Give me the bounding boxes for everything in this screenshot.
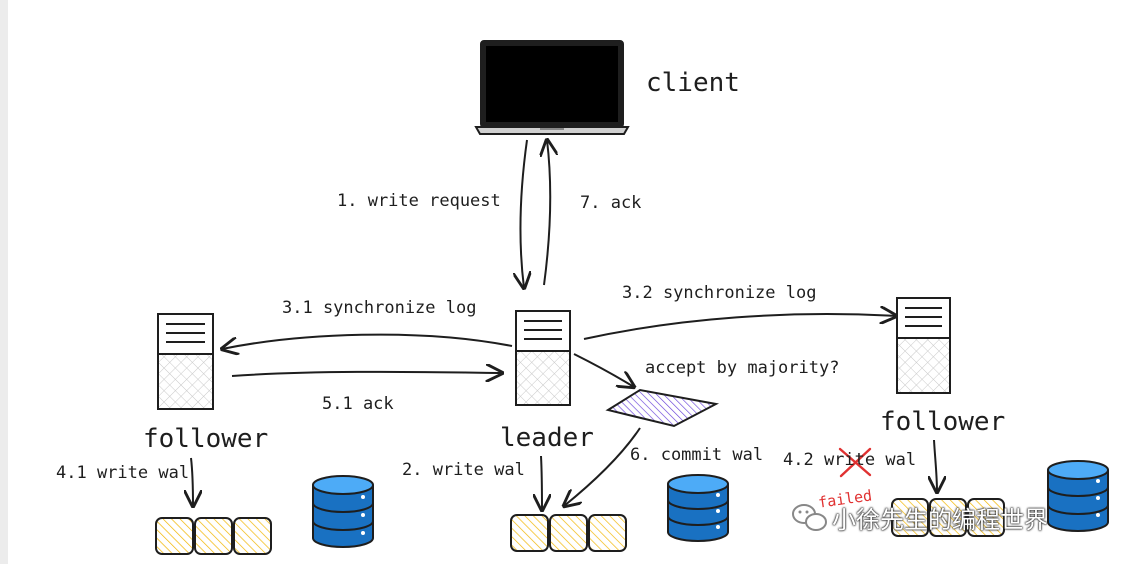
watermark: 小徐先生的编程世界 — [792, 500, 1048, 535]
server-icon-leader — [515, 310, 571, 406]
follower-left-label: follower — [143, 424, 269, 454]
sync-right-label: 3.2 synchronize log — [622, 283, 817, 303]
client-label: client — [646, 68, 740, 98]
commit-arrow — [564, 427, 641, 506]
write-wal-42-label: 4.2 write wal — [783, 450, 917, 470]
laptop-icon — [474, 40, 630, 135]
database-icon-leader — [667, 474, 729, 542]
commit-wal-label: 6. commit wal — [630, 445, 764, 465]
ack-51-label: 5.1 ack — [322, 394, 394, 414]
ack-51-arrow — [231, 372, 502, 376]
wal-blocks-left — [155, 517, 272, 555]
write-wal-2-arrow — [541, 455, 542, 510]
write-wal-41-arrow — [191, 457, 193, 506]
write-request-label: 1. write request — [337, 191, 501, 211]
database-icon-right — [1047, 460, 1109, 532]
follower-right-label: follower — [880, 407, 1006, 437]
write-wal-2-label: 2. write wal — [402, 460, 525, 480]
server-icon-left — [157, 313, 214, 410]
sync-right-arrow — [583, 314, 896, 340]
wal-blocks-right — [891, 498, 1005, 537]
ack-client-label: 7. ack — [580, 193, 642, 213]
accept-arrow — [573, 353, 634, 387]
watermark-text: 小徐先生的编程世界 — [832, 506, 1048, 534]
ack-client-arrow — [544, 140, 550, 286]
leader-label: leader — [500, 423, 594, 453]
wechat-icon — [792, 504, 827, 531]
sync-left-arrow — [222, 333, 513, 349]
write-wal-41-label: 4.1 write wal — [56, 463, 190, 483]
accept-label: accept by majority? — [645, 358, 840, 378]
write-request-arrow — [520, 139, 527, 288]
database-icon-left — [312, 475, 374, 548]
write-wal-42-arrow — [934, 439, 937, 492]
sync-left-label: 3.1 synchronize log — [282, 298, 477, 318]
server-icon-right — [896, 297, 951, 394]
failed-x-icon — [838, 447, 872, 478]
wal-blocks-leader — [510, 514, 627, 552]
page-edge — [0, 0, 8, 564]
majority-diamond — [605, 388, 720, 428]
